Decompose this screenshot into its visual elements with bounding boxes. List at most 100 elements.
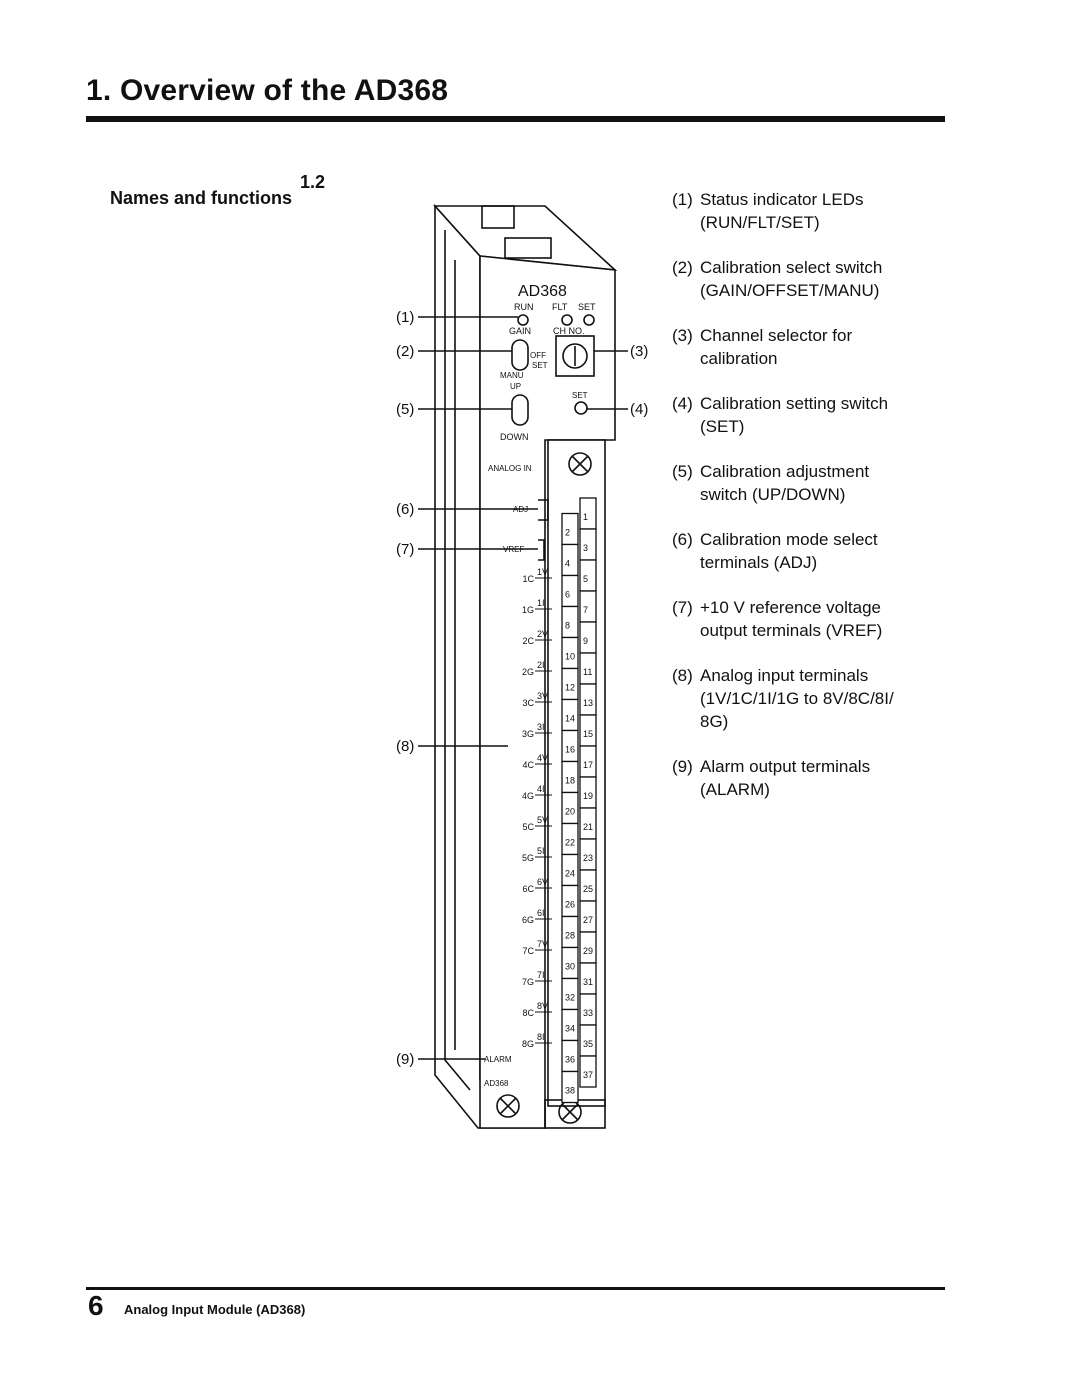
set-switch-label: SET bbox=[532, 361, 548, 370]
channel-label: 4G bbox=[522, 791, 534, 801]
page-number: 6 bbox=[88, 1290, 104, 1321]
terminal-number: 20 bbox=[565, 807, 575, 817]
footer-rule bbox=[86, 1287, 945, 1290]
channel-label: 8I bbox=[537, 1032, 545, 1042]
manu-label: MANU bbox=[500, 371, 524, 380]
terminal-number: 1 bbox=[583, 512, 588, 522]
terminal-number: 30 bbox=[565, 962, 575, 972]
vref-label: VREF bbox=[503, 545, 524, 554]
terminal-number: 17 bbox=[583, 760, 593, 770]
item-text: (SET) bbox=[700, 417, 745, 436]
terminal-number: 34 bbox=[565, 1024, 575, 1034]
terminal-number: 6 bbox=[565, 590, 570, 600]
set-led-icon bbox=[583, 314, 595, 326]
callout-9: (9) bbox=[396, 1051, 414, 1068]
terminal-number: 28 bbox=[565, 931, 575, 941]
callout-2: (2) bbox=[396, 343, 414, 360]
header-rule bbox=[86, 116, 945, 122]
terminal-number: 3 bbox=[583, 543, 588, 553]
set-button-icon bbox=[574, 401, 588, 415]
terminal-number: 35 bbox=[583, 1039, 593, 1049]
terminal-number: 12 bbox=[565, 683, 575, 693]
screw-bottom-left-icon bbox=[496, 1094, 520, 1118]
channel-label: 6V bbox=[537, 877, 548, 887]
gain-label: GAIN bbox=[509, 326, 531, 336]
item-text: (1V/1C/1I/1G to 8V/8C/8I/ bbox=[700, 689, 894, 708]
item-text: switch (UP/DOWN) bbox=[700, 485, 846, 504]
ch-selector-box bbox=[555, 335, 595, 377]
item-number: (4) bbox=[672, 394, 693, 413]
item-text: Analog input terminals bbox=[700, 666, 869, 685]
channel-label: 2C bbox=[522, 636, 534, 646]
footer-title: Analog Input Module (AD368) bbox=[124, 1302, 306, 1317]
off-label: OFF bbox=[530, 351, 546, 360]
item-text: Calibration adjustment bbox=[700, 462, 870, 481]
channel-label: 5C bbox=[522, 822, 534, 832]
channel-label: 6G bbox=[522, 915, 534, 925]
terminal-number: 4 bbox=[565, 559, 570, 569]
terminal-number: 36 bbox=[565, 1055, 575, 1065]
terminal-number: 38 bbox=[565, 1086, 575, 1096]
callout-4: (4) bbox=[630, 401, 648, 418]
terminal-number: 33 bbox=[583, 1008, 593, 1018]
front-panel bbox=[479, 255, 616, 1129]
terminal-number: 16 bbox=[565, 745, 575, 755]
channel-label: 4C bbox=[522, 760, 534, 770]
channel-label: 8C bbox=[522, 1008, 534, 1018]
item-number: (1) bbox=[672, 190, 693, 209]
run-led-label: RUN bbox=[514, 302, 534, 312]
down-label: DOWN bbox=[500, 432, 529, 442]
channel-label: 2V bbox=[537, 629, 548, 639]
item-text: +10 V reference voltage bbox=[700, 598, 881, 617]
module-model-label: AD368 bbox=[518, 283, 567, 300]
terminal-number: 13 bbox=[583, 698, 593, 708]
channel-label: 5I bbox=[537, 846, 545, 856]
item-number: (2) bbox=[672, 258, 693, 277]
item-number: (8) bbox=[672, 666, 693, 685]
item-number: (9) bbox=[672, 757, 693, 776]
channel-label: 8G bbox=[522, 1039, 534, 1049]
terminal-number: 31 bbox=[583, 977, 593, 987]
item-text: calibration bbox=[700, 349, 778, 368]
terminal-cell bbox=[579, 1055, 597, 1088]
terminal-number: 37 bbox=[583, 1070, 593, 1080]
terminal-number: 15 bbox=[583, 729, 593, 739]
screw-top-icon bbox=[568, 452, 592, 476]
channel-label: 1V bbox=[537, 567, 548, 577]
channel-label: 6I bbox=[537, 908, 545, 918]
item-text: Calibration setting switch bbox=[700, 394, 889, 413]
terminal-number: 25 bbox=[583, 884, 593, 894]
channel-label: 3G bbox=[522, 729, 534, 739]
channel-label: 2I bbox=[537, 660, 545, 670]
channel-label: 4I bbox=[537, 784, 545, 794]
channel-label: 3V bbox=[537, 691, 548, 701]
channel-label: 5V bbox=[537, 815, 548, 825]
callout-1: (1) bbox=[396, 309, 414, 326]
terminal-number: 2 bbox=[565, 528, 570, 538]
channel-label: 1C bbox=[522, 574, 534, 584]
item-text: Channel selector for bbox=[700, 326, 853, 345]
bottom-model-label: AD368 bbox=[484, 1079, 509, 1088]
terminal-number: 14 bbox=[565, 714, 575, 724]
channel-label: 2G bbox=[522, 667, 534, 677]
ch-no-label: CH NO. bbox=[553, 326, 585, 336]
channel-label: 5G bbox=[522, 853, 534, 863]
terminal-number: 18 bbox=[565, 776, 575, 786]
item-number: (5) bbox=[672, 462, 693, 481]
terminal-number: 32 bbox=[565, 993, 575, 1003]
item-text: (RUN/FLT/SET) bbox=[700, 213, 820, 232]
channel-label: 7G bbox=[522, 977, 534, 987]
terminal-number: 22 bbox=[565, 838, 575, 848]
alarm-label: ALARM bbox=[484, 1055, 512, 1064]
channel-label: 1I bbox=[537, 598, 545, 608]
item-number: (7) bbox=[672, 598, 693, 617]
terminal-number: 9 bbox=[583, 636, 588, 646]
item-text: (ALARM) bbox=[700, 780, 770, 799]
channel-label: 4V bbox=[537, 753, 548, 763]
ch-selector-dial-icon bbox=[562, 343, 588, 369]
item-text: Alarm output terminals bbox=[700, 757, 871, 776]
terminal-number: 19 bbox=[583, 791, 593, 801]
item-number: (6) bbox=[672, 530, 693, 549]
callout-6: (6) bbox=[396, 501, 414, 518]
